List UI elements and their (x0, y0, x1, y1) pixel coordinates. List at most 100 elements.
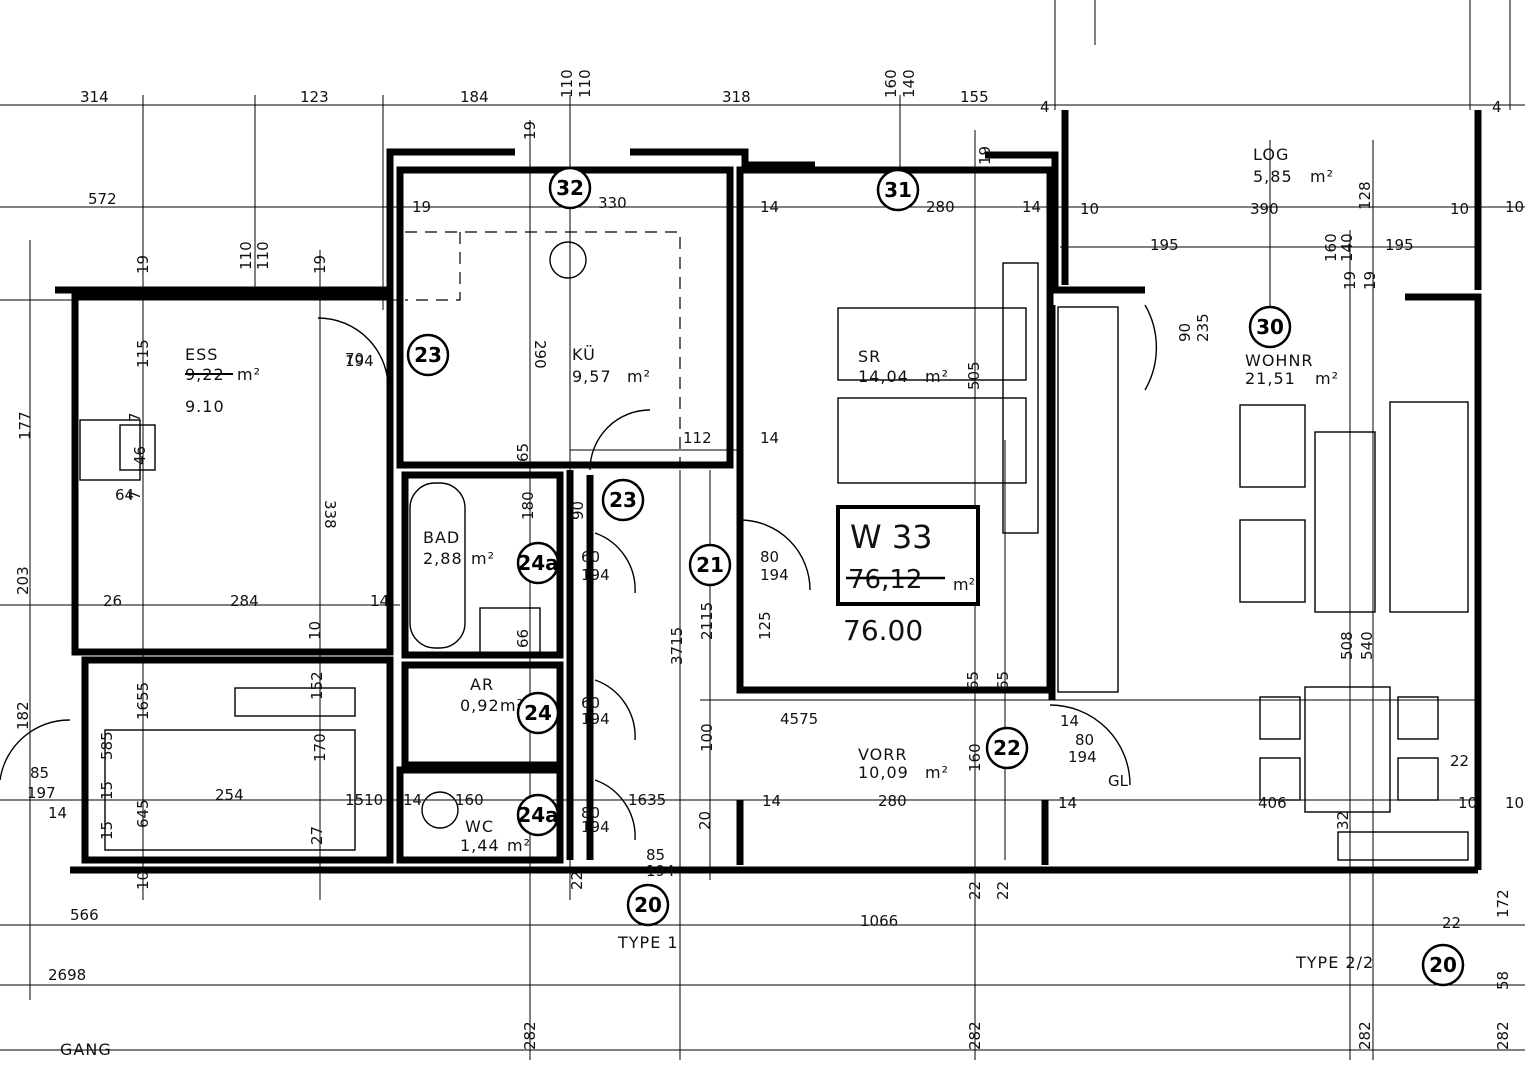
svg-text:177: 177 (16, 411, 34, 440)
svg-text:280: 280 (878, 792, 907, 810)
svg-text:15: 15 (98, 821, 116, 840)
svg-text:90: 90 (569, 501, 587, 520)
svg-text:2698: 2698 (48, 966, 86, 984)
room-sr-name: SR (858, 347, 881, 366)
svg-text:203: 203 (14, 566, 32, 595)
svg-text:20: 20 (1429, 953, 1457, 977)
svg-text:318: 318 (722, 88, 751, 106)
svg-text:1655: 1655 (134, 682, 152, 720)
room-kue-name: KÜ (572, 345, 596, 364)
svg-text:184: 184 (460, 88, 489, 106)
tag-20-right: 20 (1421, 943, 1465, 987)
svg-text:80: 80 (1075, 731, 1094, 749)
svg-text:19: 19 (311, 255, 329, 274)
svg-text:282: 282 (1356, 1021, 1374, 1050)
svg-text:14: 14 (760, 429, 779, 447)
svg-text:172: 172 (1494, 889, 1512, 918)
room-vorr-name: VORR (858, 745, 908, 764)
svg-text:22: 22 (994, 881, 1012, 900)
svg-text:1635: 1635 (628, 791, 666, 809)
svg-text:19: 19 (412, 198, 431, 216)
svg-text:10: 10 (1080, 200, 1099, 218)
room-log-name: LOG (1253, 145, 1289, 164)
svg-text:19: 19 (1361, 271, 1379, 290)
svg-text:66: 66 (514, 629, 532, 648)
svg-text:284: 284 (230, 592, 259, 610)
svg-text:282: 282 (1494, 1021, 1512, 1050)
svg-text:60: 60 (581, 694, 600, 712)
dimension-numbers: 314 123 184 318 155 4 4 572 19 330 14 28… (27, 88, 1524, 984)
svg-text:7: 7 (126, 490, 144, 500)
svg-text:4575: 4575 (780, 710, 818, 728)
svg-text:10: 10 (134, 871, 152, 890)
svg-text:10: 10 (1458, 794, 1477, 812)
apartment-label-box: W 33 76,12 m² 76.00 (836, 505, 980, 647)
svg-text:110: 110 (237, 241, 255, 270)
svg-text:540: 540 (1358, 631, 1376, 660)
tag-24a-bad: 24a (516, 541, 560, 585)
fixtures (0, 231, 1469, 861)
svg-text:70: 70 (345, 350, 364, 368)
svg-text:194: 194 (581, 818, 610, 836)
svg-text:406: 406 (1258, 794, 1287, 812)
svg-text:4: 4 (1492, 98, 1502, 116)
svg-text:19: 19 (976, 146, 994, 165)
tag-24a-wc: 24a (516, 793, 560, 837)
svg-text:180: 180 (519, 491, 537, 520)
tag-30: 30 (1248, 305, 1292, 349)
svg-text:1066: 1066 (860, 912, 898, 930)
svg-text:160: 160 (882, 69, 900, 98)
tag-21: 21 (688, 543, 732, 587)
circled-tags: 32 31 30 23 23 24a 24 24a 21 22 20 20 (406, 166, 1465, 987)
svg-text:170: 170 (311, 733, 329, 762)
room-vorr-unit: m² (925, 763, 949, 782)
svg-text:14: 14 (48, 804, 67, 822)
svg-text:65: 65 (514, 443, 532, 462)
svg-text:30: 30 (1256, 315, 1284, 339)
tag-24: 24 (516, 691, 560, 735)
room-wc-name: WC (465, 817, 494, 836)
svg-text:197: 197 (27, 784, 56, 802)
dimension-numbers-vertical: 110 110 160 140 128 160 140 110 110 19 1… (14, 69, 1512, 1050)
svg-text:572: 572 (88, 190, 117, 208)
room-ar-name: AR (470, 675, 494, 694)
room-wohnr-area: 21,51 (1245, 369, 1296, 388)
svg-text:4: 4 (1040, 98, 1050, 116)
svg-text:58: 58 (1494, 971, 1512, 990)
svg-text:194: 194 (1068, 748, 1097, 766)
svg-text:505: 505 (965, 361, 983, 390)
apartment-new-area: 76.00 (843, 614, 923, 647)
svg-text:24a: 24a (517, 551, 558, 575)
svg-text:14: 14 (370, 592, 389, 610)
room-kue-unit: m² (627, 367, 651, 386)
svg-text:31: 31 (884, 178, 912, 202)
svg-text:24: 24 (524, 701, 552, 725)
svg-text:85: 85 (30, 764, 49, 782)
svg-text:14: 14 (1060, 712, 1079, 730)
room-sr-unit: m² (925, 367, 949, 386)
svg-text:330: 330 (598, 194, 627, 212)
svg-text:338: 338 (321, 500, 339, 529)
svg-text:14: 14 (403, 791, 422, 809)
svg-text:155: 155 (960, 88, 989, 106)
svg-text:645: 645 (134, 799, 152, 828)
svg-text:3715: 3715 (668, 627, 686, 665)
svg-text:20: 20 (634, 893, 662, 917)
svg-text:23: 23 (609, 488, 637, 512)
svg-text:254: 254 (215, 786, 244, 804)
svg-text:182: 182 (14, 701, 32, 730)
svg-text:125: 125 (756, 611, 774, 640)
svg-text:21: 21 (696, 553, 724, 577)
room-labels: ESS 9,22 m² 9.10 KÜ 9,57 m² SR 14,04 m² … (185, 145, 1338, 855)
svg-text:110: 110 (558, 69, 576, 98)
svg-text:80: 80 (581, 804, 600, 822)
walls (55, 110, 1482, 874)
svg-text:2115: 2115 (698, 602, 716, 640)
svg-text:10: 10 (1505, 794, 1524, 812)
svg-text:282: 282 (521, 1021, 539, 1050)
room-kue-area: 9,57 (572, 367, 612, 386)
svg-text:19: 19 (521, 121, 539, 140)
svg-text:290: 290 (531, 340, 549, 369)
svg-text:128: 128 (1356, 181, 1374, 210)
